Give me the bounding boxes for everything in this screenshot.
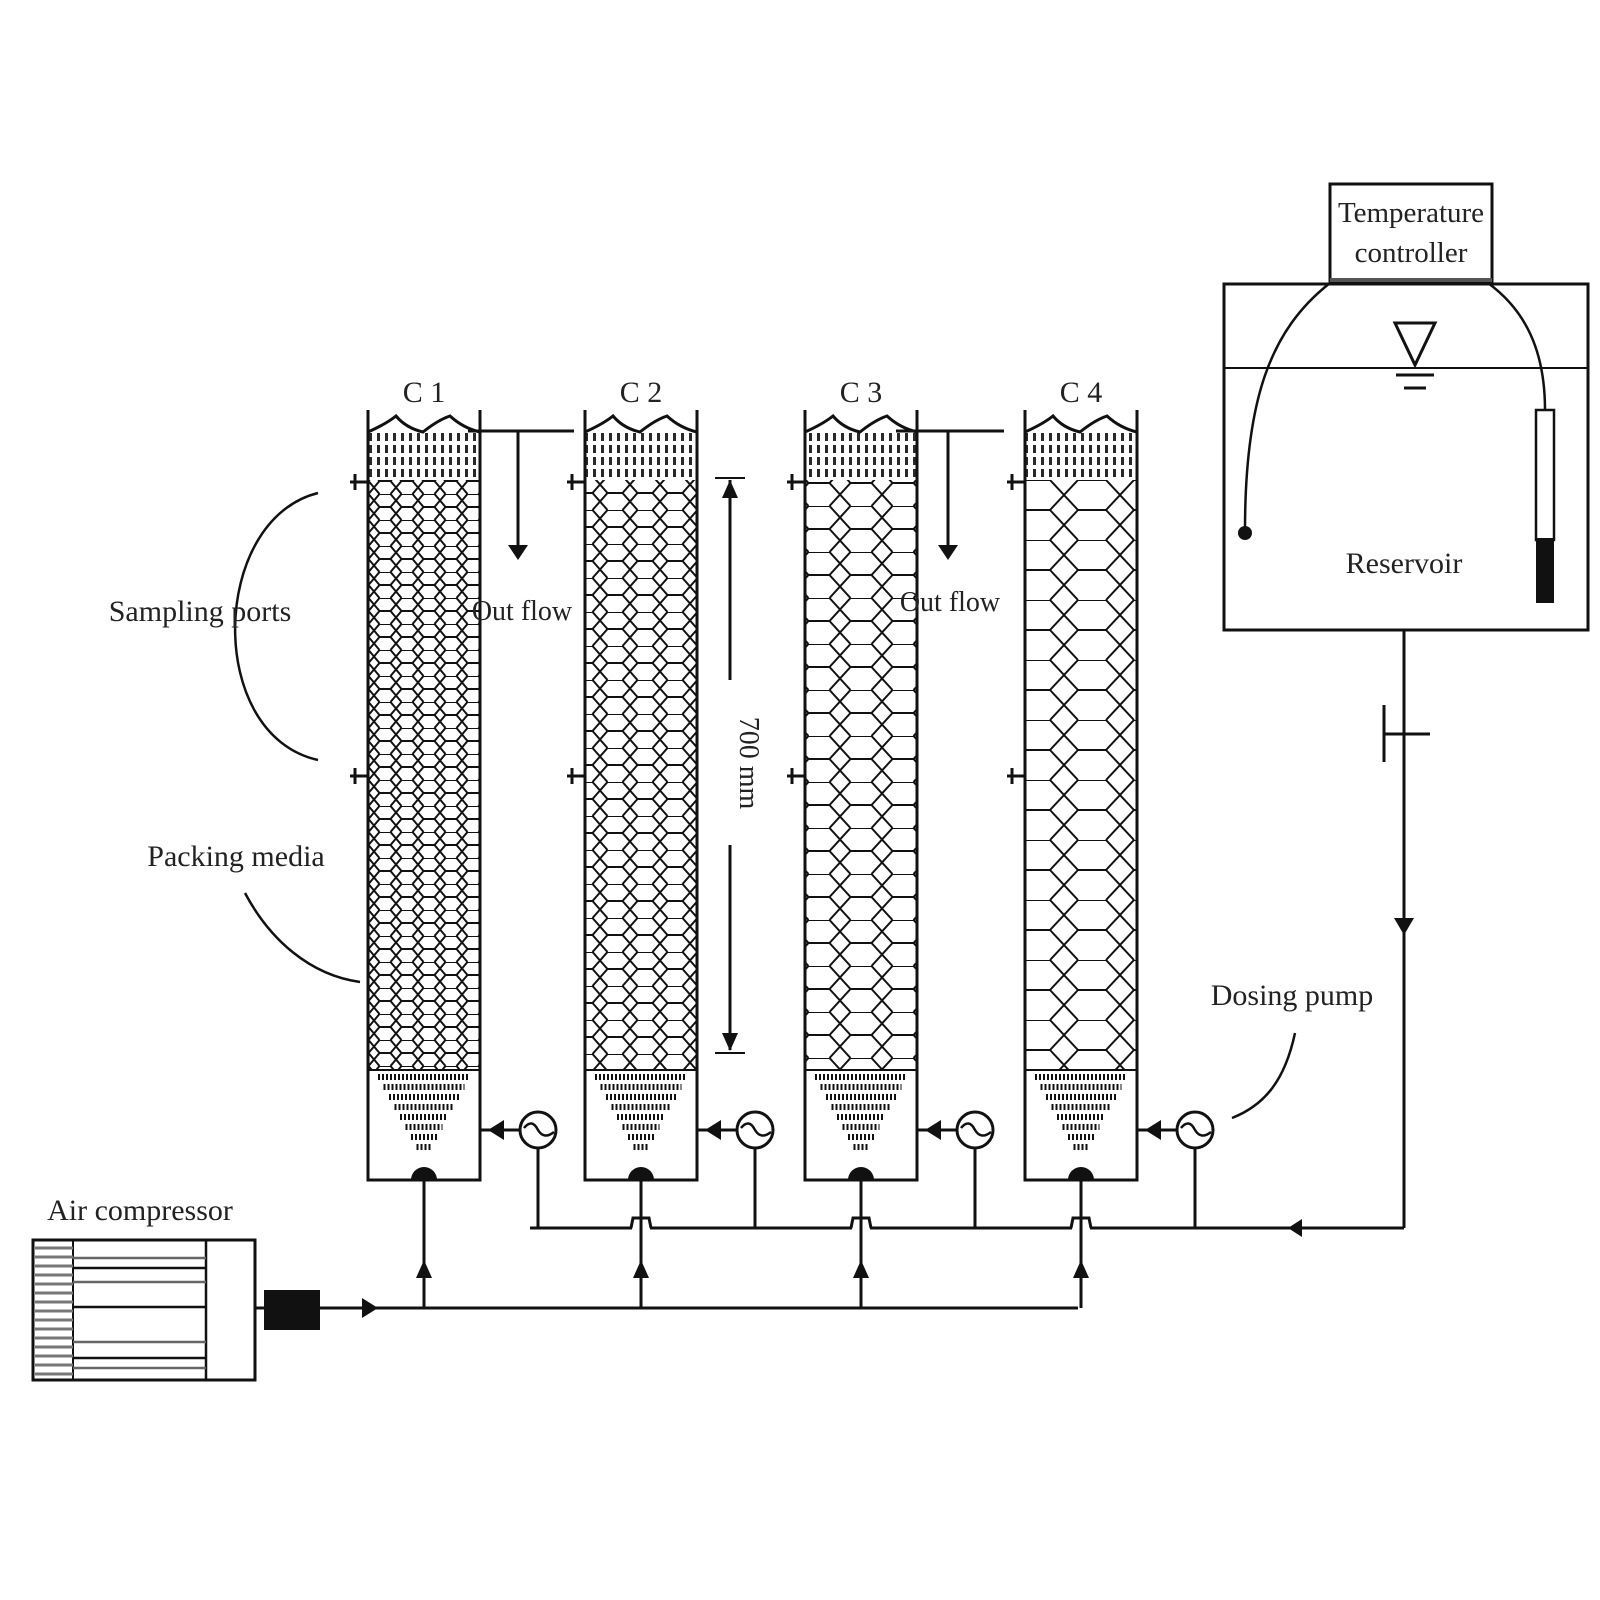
sensor-cable bbox=[1243, 282, 1331, 531]
out-flow-label-1: Out flow bbox=[472, 596, 573, 627]
dosing-pump-leader bbox=[1231, 1032, 1297, 1120]
water-level-icon bbox=[1392, 321, 1438, 369]
air-riser bbox=[849, 1180, 873, 1308]
sampling-port-icon[interactable] bbox=[1007, 474, 1025, 490]
sampling-port-icon[interactable] bbox=[1007, 768, 1025, 784]
column-c2: C 2 bbox=[567, 376, 699, 1182]
air-diffuser-icon bbox=[628, 1167, 654, 1180]
height-dimension bbox=[715, 477, 745, 1054]
column-c4: C 4 bbox=[1007, 376, 1139, 1182]
air-layer bbox=[416, 1180, 1093, 1308]
reservoir bbox=[1222, 281, 1590, 632]
column-label: C 3 bbox=[840, 376, 883, 409]
outflow-line-2 bbox=[896, 429, 1004, 560]
dosing-pump-icon bbox=[917, 1110, 995, 1228]
sampling-ports-bracket bbox=[233, 491, 319, 762]
heater-cable bbox=[1487, 281, 1547, 411]
temperature-sensor-icon bbox=[1238, 526, 1252, 540]
air-flow-arrow-icon bbox=[362, 1298, 378, 1318]
air-arrow-up-icon bbox=[416, 1260, 432, 1278]
dosing-pump-icon bbox=[480, 1110, 558, 1228]
column-label: C 1 bbox=[403, 376, 446, 409]
dimension-arrow-down-icon bbox=[722, 1033, 738, 1051]
temperature-controller-label-line2: controller bbox=[1355, 237, 1468, 269]
air-filter-icon bbox=[264, 1290, 320, 1330]
packing-media bbox=[1025, 480, 1137, 1070]
air-diffuser-icon bbox=[411, 1167, 437, 1180]
column-c1: C 1 bbox=[350, 376, 482, 1182]
packing-media bbox=[585, 480, 697, 1070]
air-diffuser-icon bbox=[848, 1167, 874, 1180]
feed-arrow-down-icon bbox=[1394, 918, 1414, 935]
dosing-pump-label: Dosing pump bbox=[1211, 979, 1374, 1012]
dimension-arrow-up-icon bbox=[722, 480, 738, 498]
dosing-pump-icon bbox=[697, 1110, 775, 1228]
column-label: C 2 bbox=[620, 376, 663, 409]
sampling-port-icon[interactable] bbox=[350, 768, 368, 784]
feed-line bbox=[530, 630, 1430, 1237]
sampling-ports-label: Sampling ports bbox=[109, 595, 292, 628]
air-riser bbox=[1069, 1180, 1093, 1308]
outflow-arrow-icon bbox=[508, 545, 528, 560]
sampling-port-icon[interactable] bbox=[567, 474, 585, 490]
outflow-arrow-icon bbox=[938, 545, 958, 560]
air-compressor bbox=[31, 1238, 1078, 1382]
pumps-layer bbox=[480, 1110, 1215, 1228]
column-c3: C 3 bbox=[787, 376, 919, 1182]
sampling-port-icon[interactable] bbox=[567, 768, 585, 784]
height-dimension-label: 700 mm bbox=[733, 717, 764, 810]
packing-media bbox=[368, 480, 480, 1070]
packing-media bbox=[805, 480, 917, 1070]
sampling-port-icon[interactable] bbox=[787, 474, 805, 490]
air-compressor-label: Air compressor bbox=[47, 1194, 233, 1227]
out-flow-label-2: Out flow bbox=[900, 587, 1001, 618]
air-riser bbox=[416, 1180, 432, 1308]
dosing-pump-icon bbox=[1137, 1110, 1215, 1228]
air-riser bbox=[629, 1180, 653, 1308]
packing-media-leader bbox=[243, 892, 361, 984]
sampling-port-icon[interactable] bbox=[787, 768, 805, 784]
outflow-line-1 bbox=[468, 429, 574, 560]
sampling-port-icon[interactable] bbox=[350, 474, 368, 490]
air-diffuser-icon bbox=[1068, 1167, 1094, 1180]
temperature-controller-label-line1: Temperature bbox=[1338, 197, 1484, 229]
reservoir-label: Reservoir bbox=[1346, 547, 1463, 580]
columns-layer: C 1 C 2 C 3 C 4 bbox=[350, 376, 1139, 1182]
feed-arrow-left-icon bbox=[1288, 1219, 1302, 1237]
heater-icon bbox=[1534, 408, 1556, 542]
packing-media-label: Packing media bbox=[147, 840, 324, 873]
column-label: C 4 bbox=[1060, 376, 1103, 409]
